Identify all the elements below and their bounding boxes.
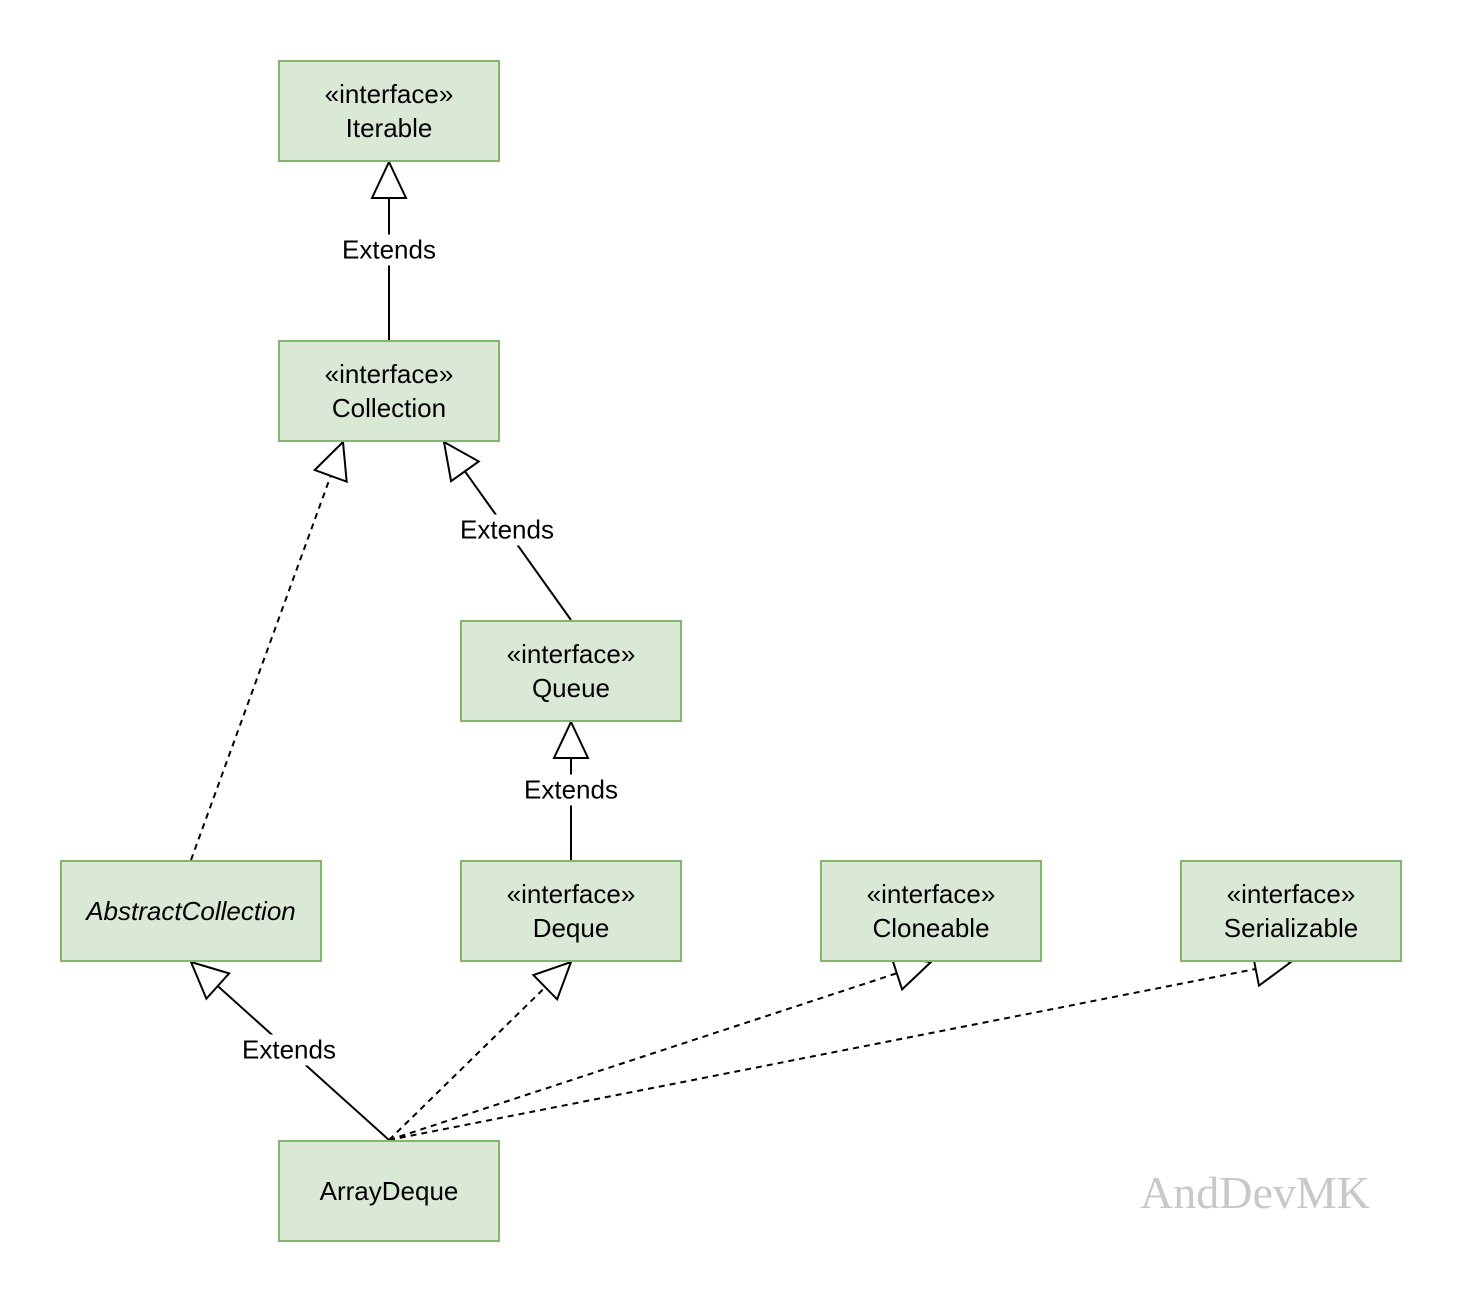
node-iterable[interactable]: «interface» Iterable [278,60,500,162]
stereotype-label: «interface» [324,359,454,389]
generalization-arrowhead [189,960,231,1001]
edge-line-array-deque-to-serializable [388,967,1256,1141]
node-queue[interactable]: «interface» Queue [460,620,682,722]
generalization-arrowhead [312,439,348,484]
edge-line-array-deque-to-deque [388,986,546,1141]
node-deque[interactable]: «interface» Deque [460,860,682,962]
node-abstract-collection[interactable]: AbstractCollection [60,860,322,962]
class-name: Iterable [345,113,433,143]
class-name: AbstractCollection [86,896,296,926]
generalization-arrowhead [552,719,590,759]
edge-line-array-deque-to-cloneable [388,972,898,1141]
class-name: Queue [531,673,611,703]
edge-label-collection-iterable: Extends [340,234,438,266]
class-name: Cloneable [872,913,990,943]
edge-line-queue-to-collection [464,470,572,621]
edge-line-abstract-collection-to-collection [190,475,332,861]
stereotype-label: «interface» [506,879,636,909]
watermark: AndDevMK [1140,1167,1370,1218]
generalization-arrowhead [531,960,573,1002]
class-name: Serializable [1223,913,1359,943]
edge-label-queue-collection: Extends [458,514,556,546]
class-name: ArrayDeque [319,1176,459,1206]
node-array-deque[interactable]: ArrayDeque [278,1140,500,1242]
stereotype-label: «interface» [506,639,636,669]
stereotype-label: «interface» [1226,879,1356,909]
node-serializable[interactable]: «interface» Serializable [1180,860,1402,962]
class-name: Deque [532,913,610,943]
class-name: Collection [331,393,447,423]
node-collection[interactable]: «interface» Collection [278,340,500,442]
edge-label-arraydeque-abstractcollection: Extends [240,1034,338,1066]
generalization-arrowhead [442,440,481,483]
edge-label-deque-queue: Extends [522,774,620,806]
node-cloneable[interactable]: «interface» Cloneable [820,860,1042,962]
generalization-arrowhead [370,159,408,199]
stereotype-label: «interface» [866,879,996,909]
stereotype-label: «interface» [324,79,454,109]
